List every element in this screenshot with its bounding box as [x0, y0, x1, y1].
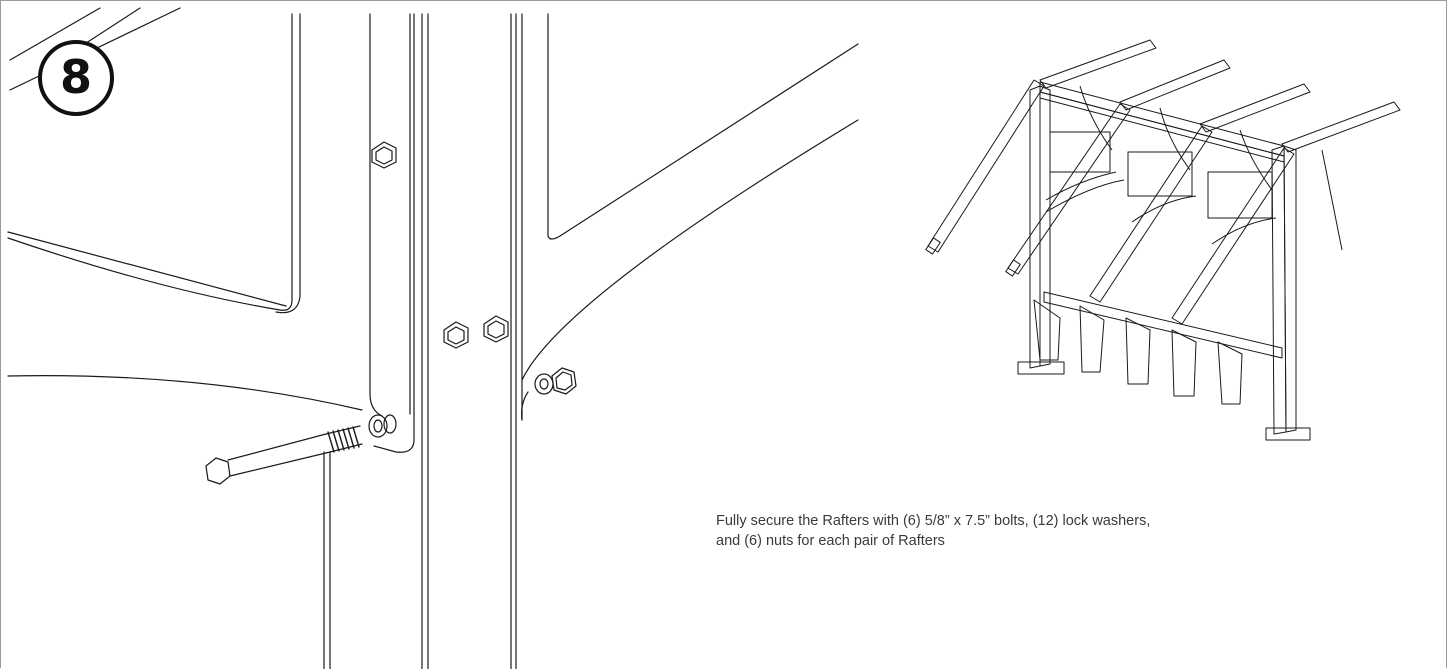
- uprights: [1017, 85, 1311, 441]
- bike-loops: [1033, 299, 1243, 405]
- front-rafters: [925, 79, 1295, 325]
- instruction-text: Fully secure the Rafters with (6) 5/8” x…: [716, 513, 1151, 549]
- step-number: 8: [59, 50, 92, 104]
- step-number-badge: 8: [38, 40, 114, 116]
